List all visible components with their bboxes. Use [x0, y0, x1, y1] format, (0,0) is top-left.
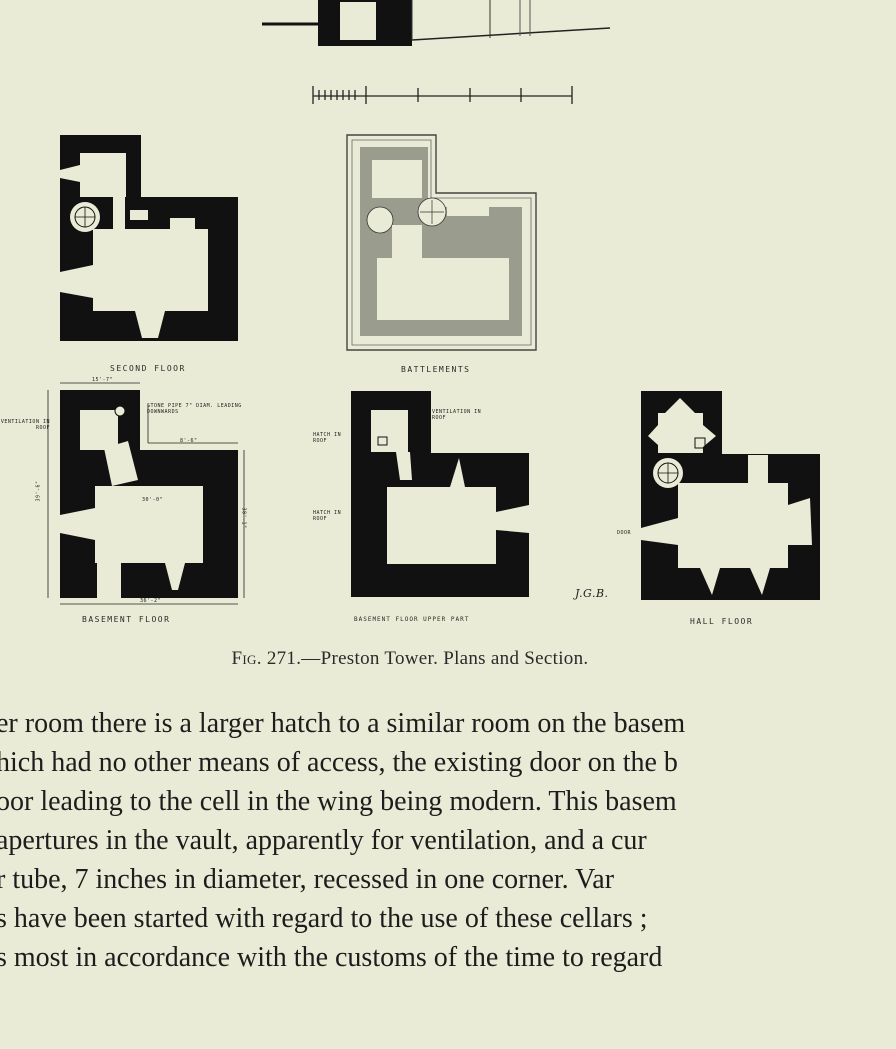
annotation-ventilation-2: VENTILATION IN ROOF	[432, 409, 482, 421]
body-line: oor leading to the cell in the wing bein…	[0, 786, 677, 817]
body-line: s have been started with regard to the u…	[0, 903, 648, 934]
label-hall-floor: HALL FLOOR	[690, 617, 754, 626]
body-line: s most in accordance with the customs of…	[0, 942, 663, 973]
caption-prefix: Fig. 271.	[231, 648, 302, 669]
signature: J.G.B.	[575, 587, 609, 600]
plan-basement-upper	[351, 391, 529, 597]
dimension-bottom: 36'-2"	[140, 598, 162, 604]
label-second-floor: SECOND FLOOR	[110, 364, 186, 373]
dimension-side: 8'-6"	[180, 438, 198, 444]
caption-text: —Preston Tower. Plans and Section.	[301, 648, 589, 669]
label-basement-upper: BASEMENT FLOOR UPPER PART	[354, 616, 470, 623]
plan-second-floor	[60, 135, 238, 341]
body-line: apertures in the vault, apparently for v…	[0, 825, 647, 856]
body-text: er room there is a larger hatch to a sim…	[0, 704, 896, 977]
dimension-right: 38'-1"	[240, 507, 247, 529]
annotation-hatch-roof-2: HATCH IN ROOF	[313, 510, 342, 522]
plan-hall-floor	[641, 391, 820, 600]
figure-caption: Fig. 271.—Preston Tower. Plans and Secti…	[0, 648, 820, 670]
section-elevation	[262, 0, 611, 46]
annotation-hatch-roof: HATCH IN ROOF	[313, 432, 342, 444]
annotation-ventilation: VENTILATION IN ROOF	[0, 419, 50, 431]
figure-drawings	[47, 0, 820, 605]
plan-battlements	[346, 134, 537, 351]
label-battlements: BATTLEMENTS	[401, 365, 471, 374]
dimension-height: 39'-6"	[35, 480, 42, 502]
label-basement-floor: BASEMENT FLOOR	[82, 615, 171, 624]
scale-bar	[312, 86, 573, 104]
body-line: r tube, 7 inches in diameter, recessed i…	[0, 864, 615, 895]
dimension-inner: 30'-0"	[142, 497, 164, 503]
dimension-top: 15'-7"	[92, 377, 114, 383]
annotation-door: DOOR	[617, 530, 632, 536]
body-line: er room there is a larger hatch to a sim…	[0, 708, 686, 739]
plan-basement-floor	[47, 382, 245, 605]
body-line: hich had no other means of access, the e…	[0, 747, 678, 778]
annotation-stone-pipe: STONE PIPE 7" DIAM. LEADING DOWNWARDS	[147, 403, 242, 415]
